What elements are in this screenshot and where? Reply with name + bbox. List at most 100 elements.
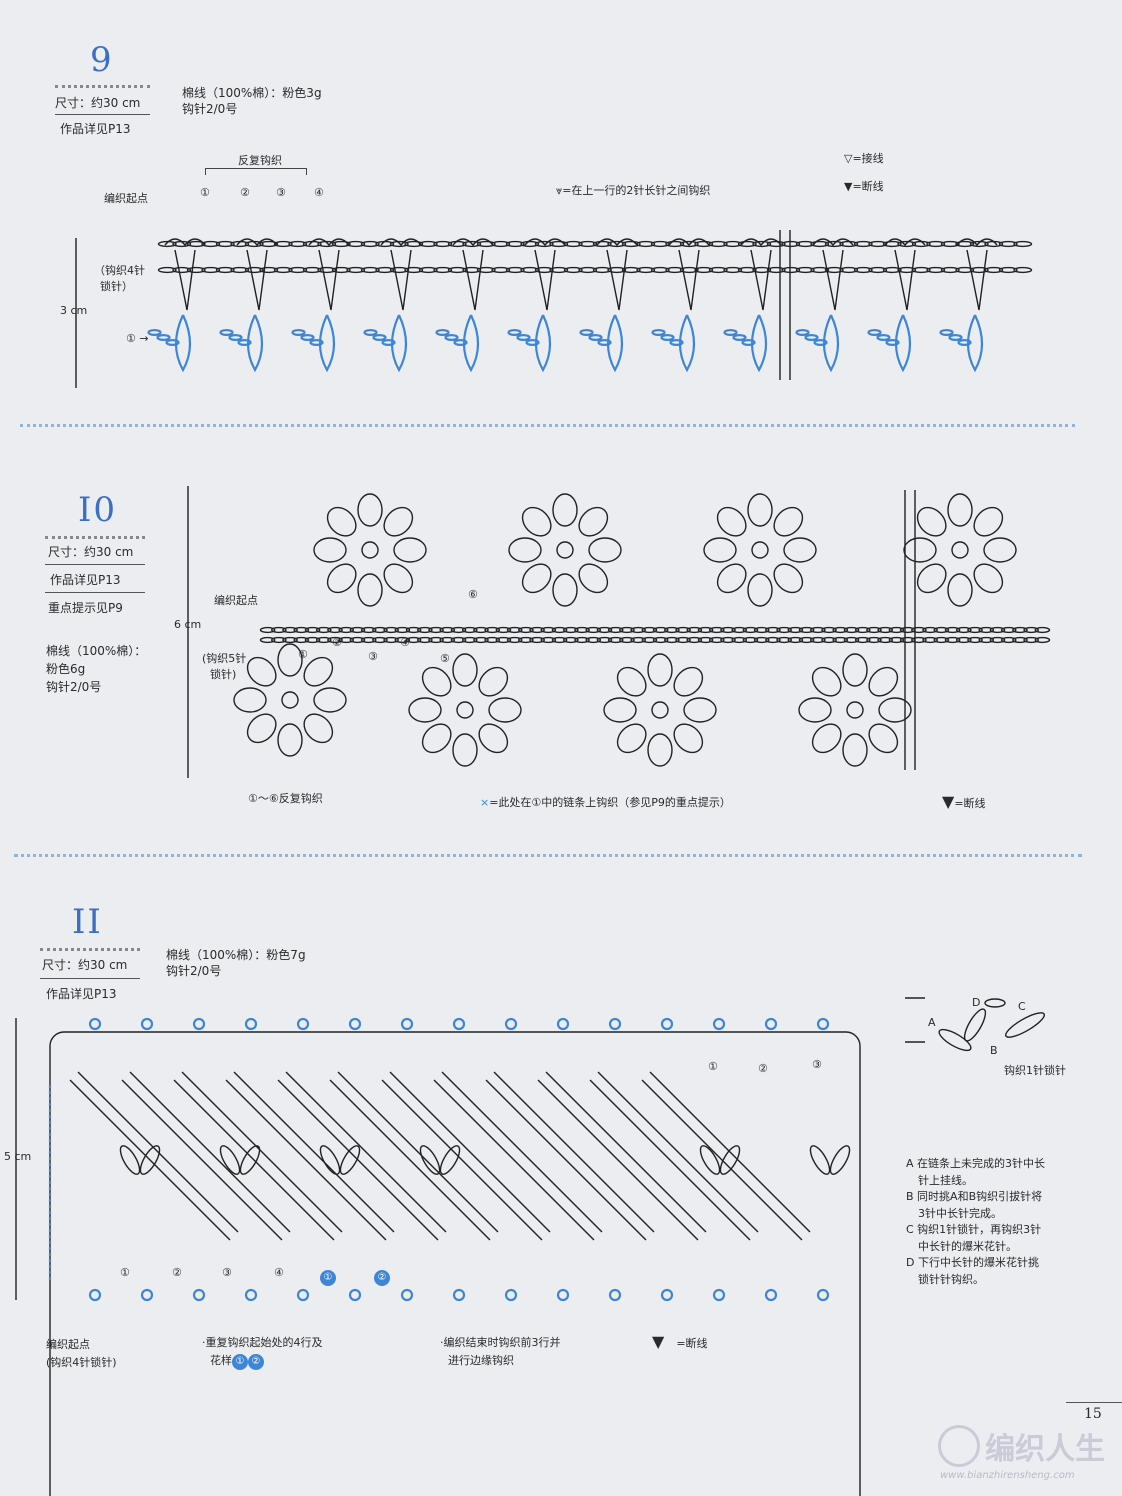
chain-stitch bbox=[563, 240, 583, 248]
petal-stitch bbox=[508, 537, 542, 563]
chain-stitch bbox=[349, 636, 366, 644]
chain-stitch bbox=[697, 626, 714, 634]
chain-stitch bbox=[300, 334, 315, 342]
section11-bottom-marker-4: ④ bbox=[274, 1266, 284, 1279]
chain-stitch bbox=[327, 626, 343, 634]
petal-stitch bbox=[313, 537, 347, 563]
diagonal-row bbox=[381, 1079, 543, 1241]
treble-stitch bbox=[534, 249, 556, 311]
chain-stitch bbox=[405, 636, 422, 644]
chain-stitch bbox=[821, 626, 837, 634]
chain-stitch bbox=[518, 626, 534, 634]
arch-stitch bbox=[308, 238, 350, 247]
picot-stitch bbox=[296, 1288, 310, 1302]
chain-stitch bbox=[731, 636, 748, 644]
chain-stitch bbox=[652, 636, 669, 644]
chain-stitch bbox=[843, 626, 860, 634]
picot-stitch bbox=[348, 1288, 362, 1302]
chain-stitch bbox=[304, 636, 321, 644]
section10-chain-note-1: (钩织5针 bbox=[202, 652, 247, 665]
chain-stitch bbox=[405, 626, 422, 634]
chain-stitch bbox=[957, 339, 972, 347]
chain-stitch bbox=[781, 240, 801, 248]
chain-stitch bbox=[723, 240, 743, 248]
petal-stitch bbox=[578, 563, 609, 594]
arch-stitch bbox=[884, 238, 926, 247]
chain-stitch bbox=[147, 329, 162, 337]
petal-stitch bbox=[647, 653, 673, 687]
chain-stitch bbox=[795, 266, 815, 274]
chain-stitch bbox=[338, 626, 355, 634]
chain-stitch bbox=[824, 240, 844, 248]
cut-triangle-icon: ▼ bbox=[844, 180, 853, 193]
chain-stitch bbox=[679, 240, 699, 248]
chain-stitch bbox=[821, 636, 837, 644]
chain-stitch bbox=[686, 626, 703, 634]
petal-stitch bbox=[750, 314, 768, 373]
chain-stitch bbox=[1000, 636, 1017, 644]
chain-stitch bbox=[795, 240, 815, 248]
diagonal-row bbox=[277, 1079, 439, 1241]
section11-note-end-2: 进行边缘钩织 bbox=[448, 1354, 514, 1367]
petal-stitch bbox=[552, 493, 578, 527]
chain-stitch bbox=[669, 339, 684, 347]
chain-stitch bbox=[868, 240, 888, 248]
chain-stitch bbox=[562, 626, 579, 634]
section11-number: II bbox=[72, 902, 103, 942]
chain-stitch bbox=[453, 339, 468, 347]
popcorn-stitch bbox=[139, 1145, 161, 1175]
arch-stitch bbox=[164, 238, 206, 247]
section9-row1-marker: ① → bbox=[126, 332, 149, 345]
chain-stitch bbox=[1023, 636, 1039, 644]
diagonal-row bbox=[649, 1071, 811, 1233]
chain-stitch bbox=[665, 266, 685, 274]
chain-stitch bbox=[394, 636, 411, 644]
chain-stitch bbox=[579, 329, 594, 337]
chain-stitch bbox=[244, 240, 264, 248]
chain-stitch bbox=[293, 636, 310, 644]
chain-stitch bbox=[447, 240, 467, 248]
section9-legend-between: ⩔=在上一行的2针长针之间钩织 bbox=[556, 184, 711, 197]
chain-stitch bbox=[798, 636, 815, 644]
chain-stitch bbox=[360, 636, 377, 644]
chain-stitch bbox=[529, 636, 545, 644]
section11-start-label-1: 编织起点 bbox=[46, 1338, 90, 1351]
chain-stitch bbox=[271, 626, 287, 634]
chain-stitch bbox=[940, 266, 960, 274]
popcorn-stitch bbox=[1005, 1012, 1045, 1038]
picot-stitch bbox=[400, 1017, 414, 1031]
diagonal-row bbox=[485, 1079, 647, 1241]
chain-stitch bbox=[506, 626, 523, 634]
popcorn-stitch bbox=[319, 1145, 341, 1175]
chain-stitch bbox=[694, 266, 714, 274]
picot-stitch bbox=[816, 1288, 830, 1302]
chain-stitch bbox=[723, 329, 738, 337]
section11-filled-marker-1: ① bbox=[320, 1265, 336, 1286]
chain-stitch bbox=[876, 334, 891, 342]
chain-stitch bbox=[708, 266, 728, 274]
join-triangle-icon: ▽ bbox=[844, 152, 853, 165]
chain-stitch bbox=[435, 329, 450, 337]
section9-start-label: 编织起点 bbox=[104, 192, 148, 205]
diagonal-row bbox=[77, 1071, 239, 1233]
chain-stitch bbox=[404, 266, 424, 274]
chain-stitch bbox=[998, 240, 1018, 248]
chain-stitch bbox=[720, 626, 736, 634]
chain-stitch bbox=[607, 240, 627, 248]
petal-stitch bbox=[521, 563, 552, 594]
petal-stitch bbox=[716, 506, 747, 537]
diagonal-row bbox=[545, 1071, 707, 1233]
petal-stitch bbox=[478, 666, 509, 697]
chain-stitch bbox=[651, 329, 666, 337]
petal-stitch bbox=[916, 563, 947, 594]
petal-stitch bbox=[894, 314, 912, 373]
chain-stitch bbox=[525, 339, 540, 347]
chain-stitch bbox=[244, 266, 264, 274]
chain-stitch bbox=[636, 266, 656, 274]
chain-stitch bbox=[810, 240, 830, 248]
chain-stitch bbox=[619, 636, 635, 644]
chain-stitch bbox=[418, 240, 438, 248]
petal-stitch bbox=[383, 506, 414, 537]
chain-stitch bbox=[882, 266, 902, 274]
petal-stitch bbox=[452, 653, 478, 687]
